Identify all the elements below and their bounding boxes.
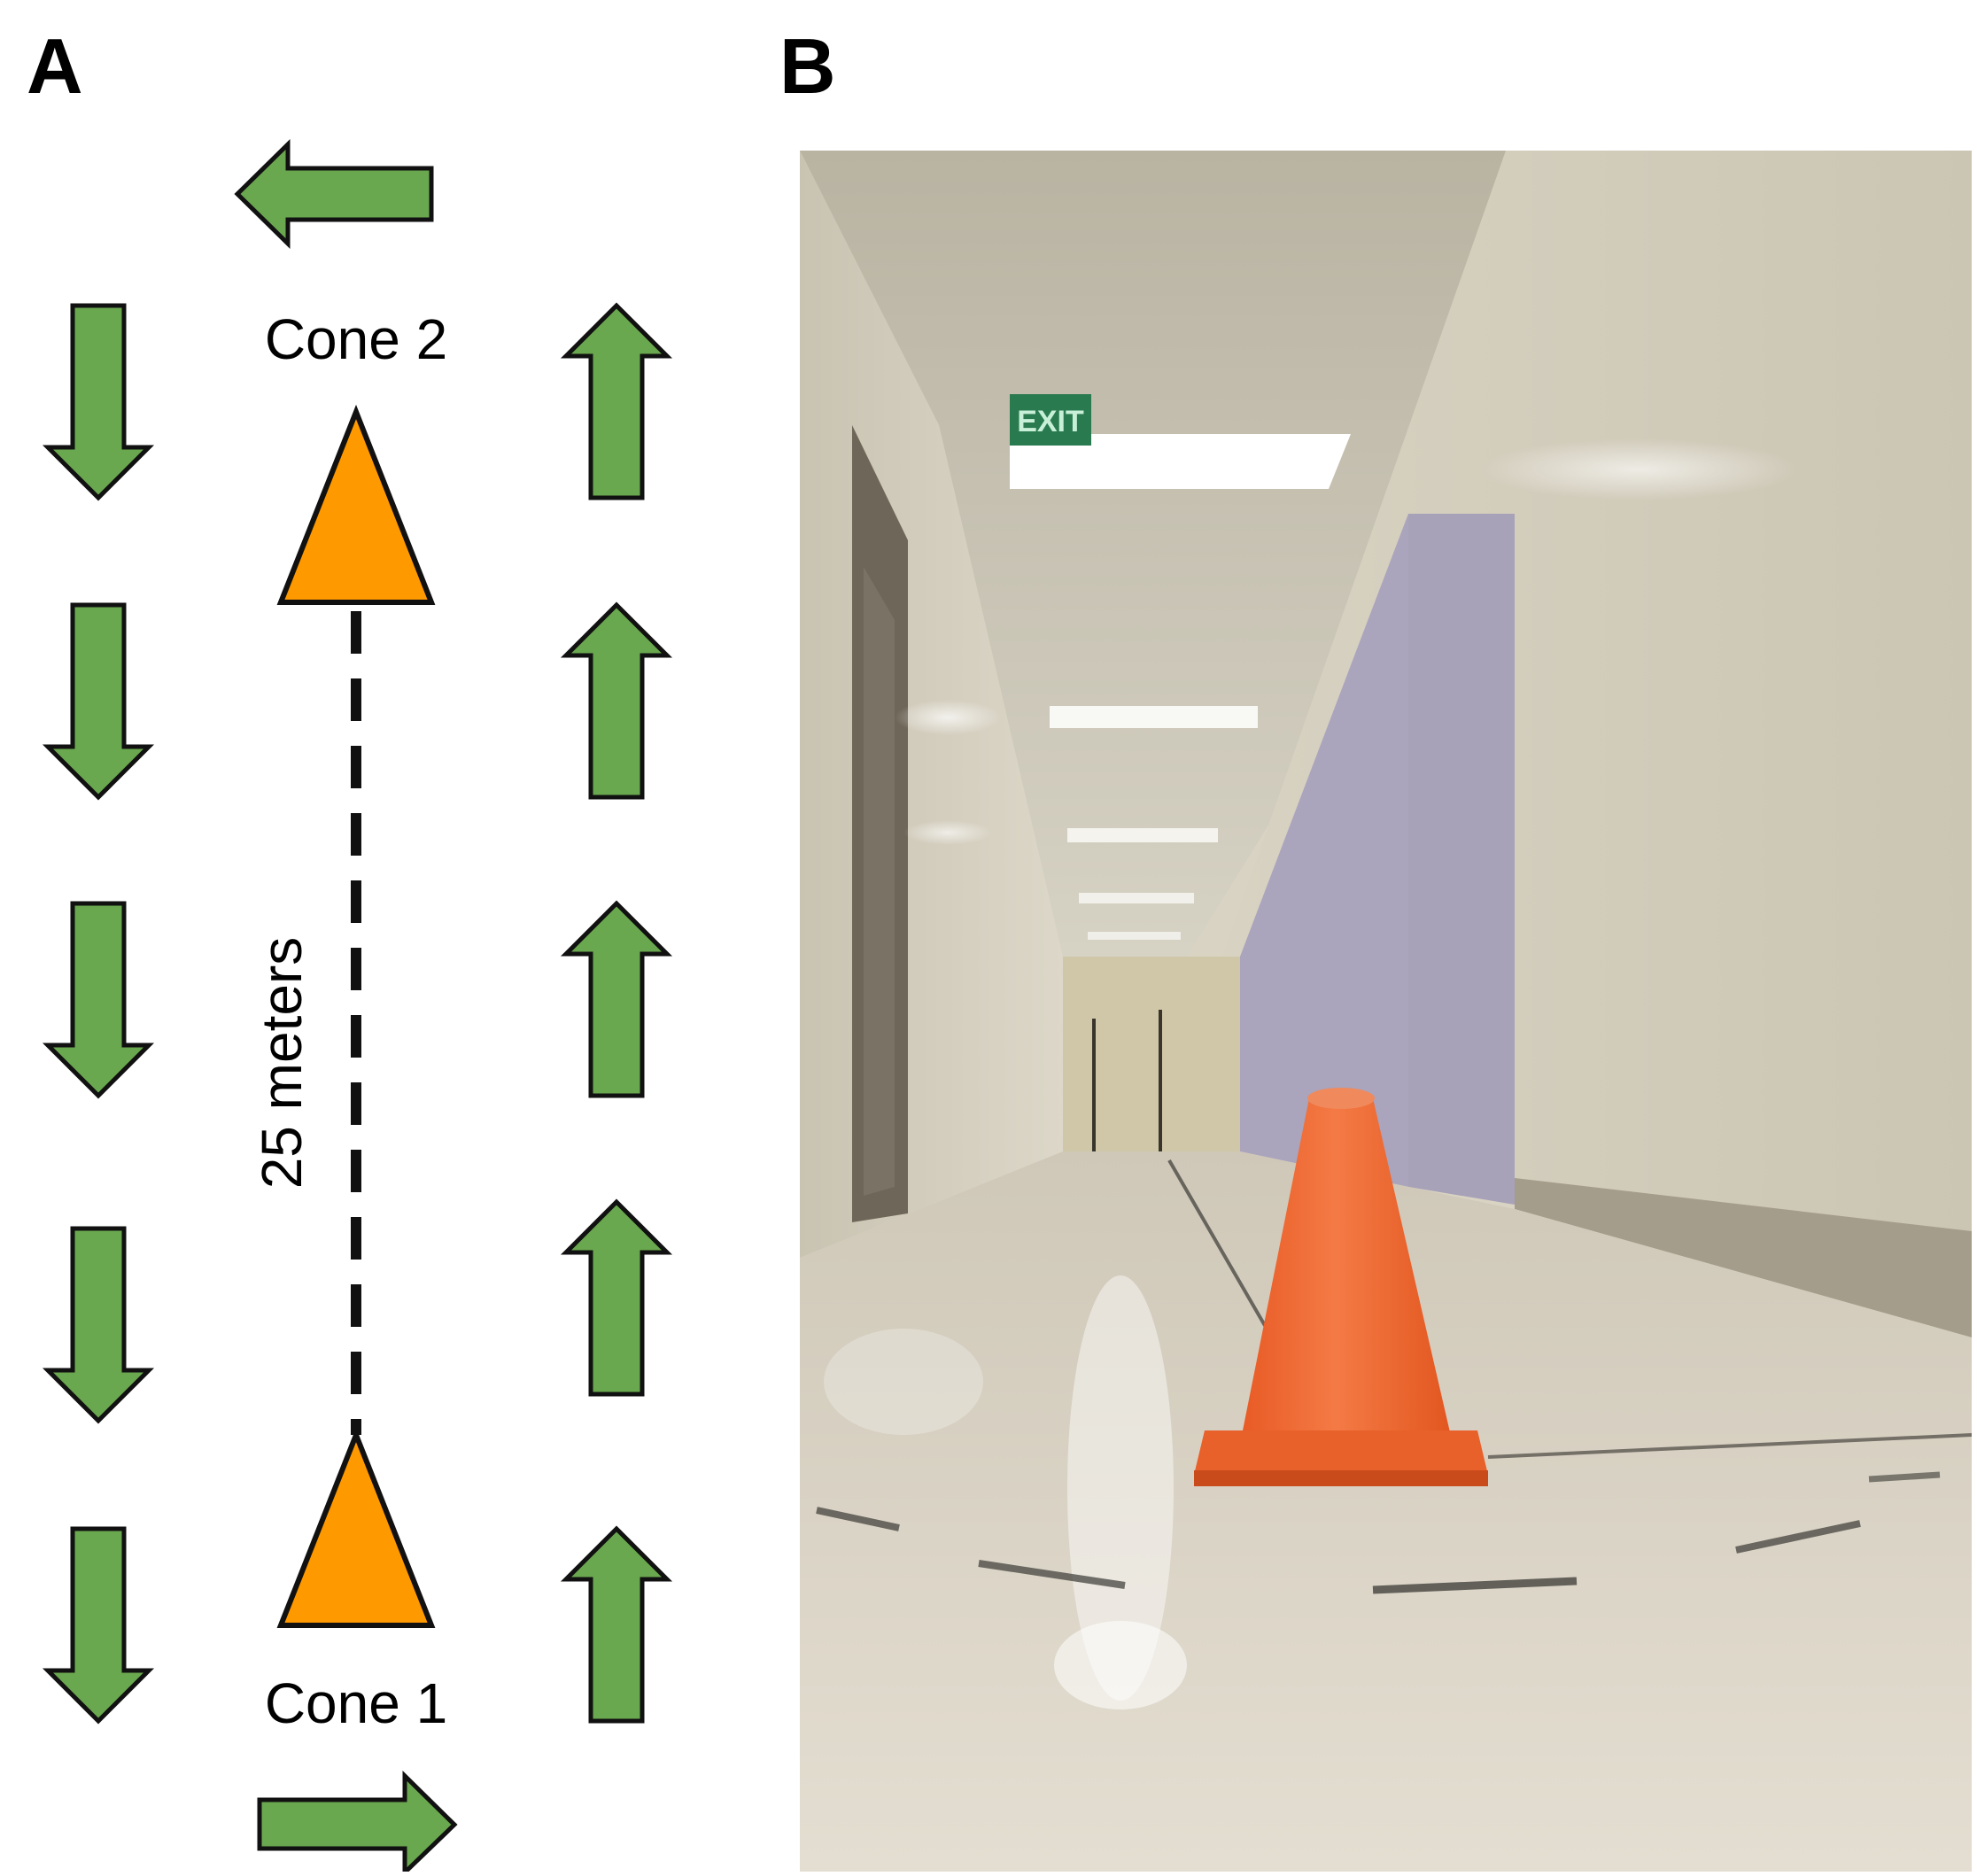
distance-label: 25 meters (250, 937, 314, 1190)
traffic-cone (1194, 1088, 1488, 1486)
arrow-down-icon (42, 602, 155, 801)
arrow-down-icon (42, 1526, 155, 1725)
arrow-up-icon (560, 601, 673, 800)
ceiling-light (1088, 932, 1181, 940)
arrow-up-icon (560, 900, 673, 1098)
cone-icon (276, 404, 436, 605)
arrow-down-icon (42, 1226, 155, 1424)
exit-sign-text: EXIT (1017, 405, 1084, 438)
ceiling-light (1050, 706, 1258, 728)
hallway-photo: EXIT (800, 151, 1972, 1872)
cone-top-label: Cone 2 (265, 307, 447, 371)
left-arrow-column (42, 303, 155, 1725)
panel-b-label: B (779, 22, 836, 110)
ceiling-light (1067, 828, 1218, 842)
cone-bottom-label: Cone 1 (265, 1671, 447, 1735)
panel-a-label: A (27, 22, 83, 110)
ceiling-light (1010, 434, 1351, 489)
exit-sign: EXIT (1010, 394, 1091, 446)
arrow-up-icon (560, 1525, 673, 1724)
arrow-down-icon (42, 901, 155, 1099)
ceiling-light (1079, 893, 1194, 903)
arrow-up-icon (560, 302, 673, 500)
right-arrow-column (560, 302, 673, 1724)
arrow-up-icon (560, 1198, 673, 1397)
arrow-right-icon (257, 1771, 458, 1876)
arrow-down-icon (42, 303, 155, 501)
cone-icon (276, 1427, 436, 1628)
arrow-left-icon (234, 139, 434, 249)
